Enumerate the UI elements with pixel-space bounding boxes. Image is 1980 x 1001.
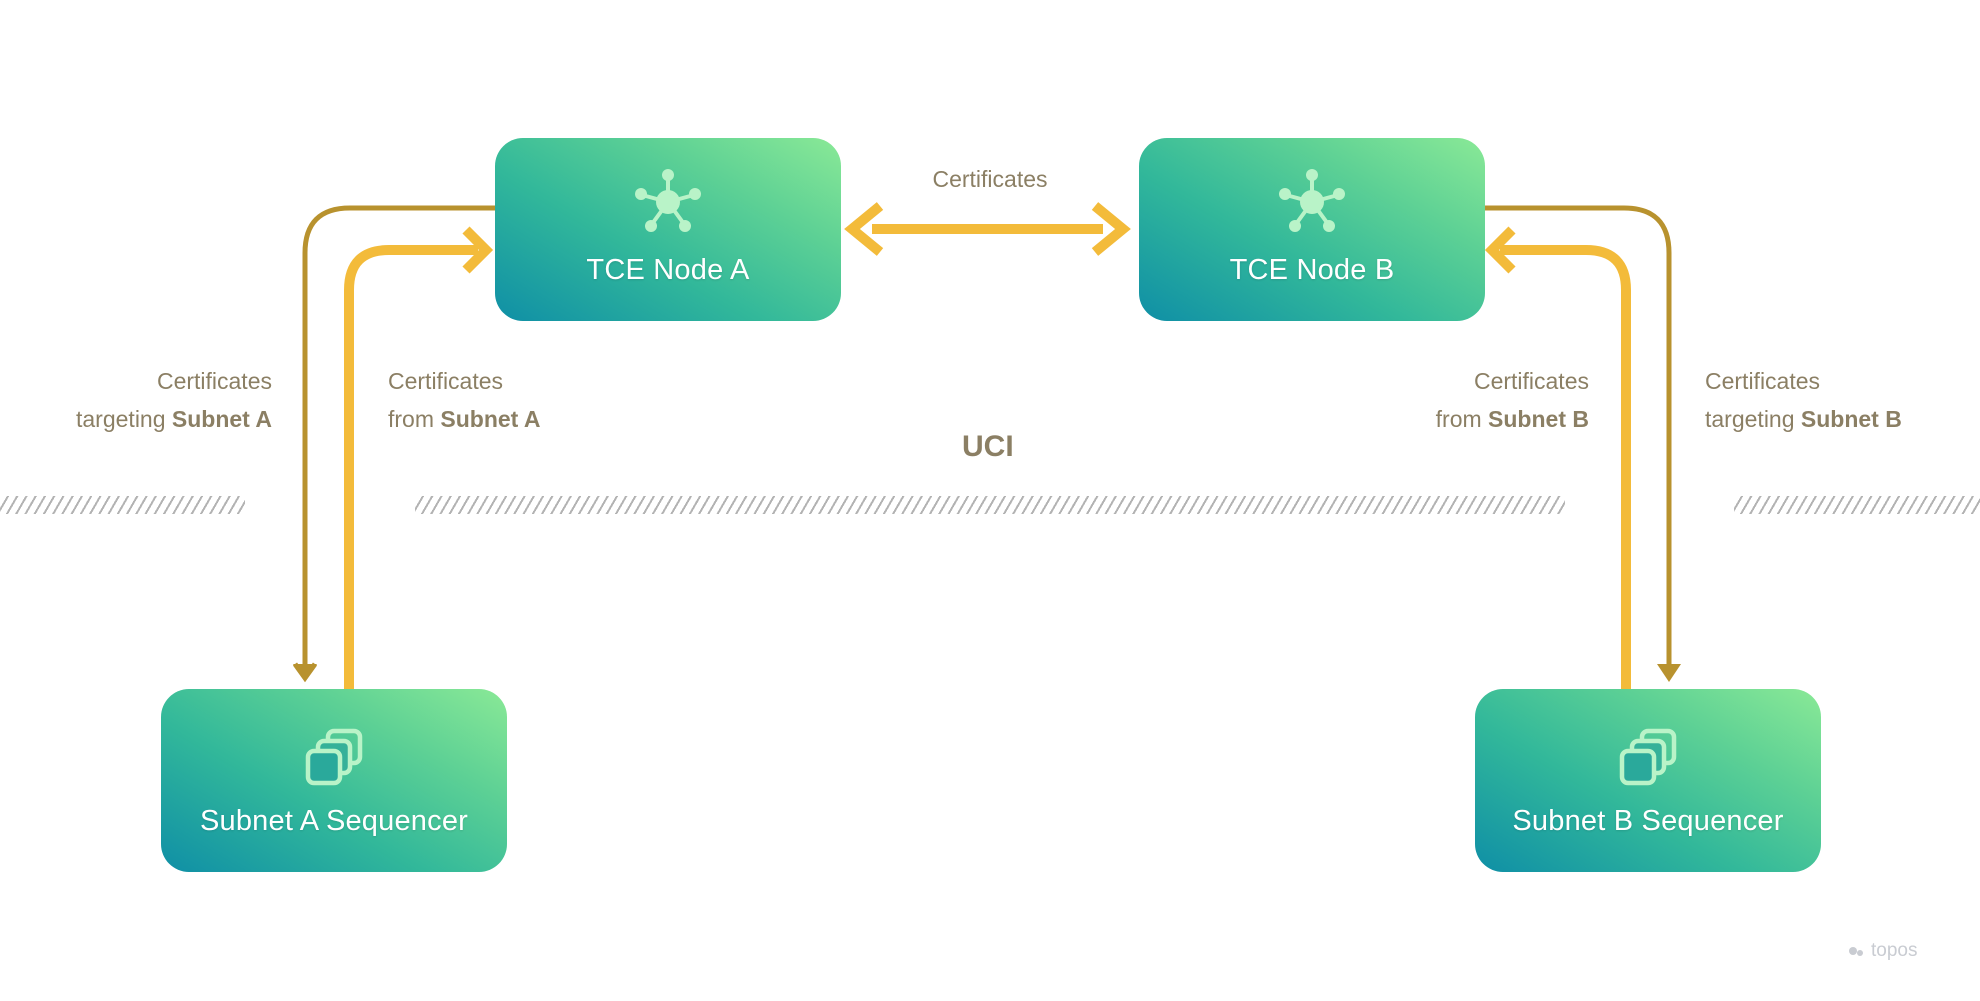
- tce-node-b: TCE Node B: [1139, 138, 1485, 321]
- network-hub-icon: [635, 169, 701, 232]
- subnet-a-sequencer-label: Subnet A Sequencer: [199, 805, 469, 837]
- tce-node-a: TCE Node A: [495, 138, 841, 321]
- uci-divider-left: [0, 496, 245, 514]
- subnet-b-sequencer-label: Subnet B Sequencer: [1512, 805, 1784, 837]
- targeting-subnet-a-line2: targeting Subnet A: [40, 400, 272, 438]
- targeting-subnet-a-prefix: targeting: [76, 406, 172, 432]
- from-subnet-b-label: Certificates from Subnet B: [1360, 362, 1589, 438]
- network-hub-icon: [1279, 169, 1345, 232]
- from-subnet-b-line2: from Subnet B: [1360, 400, 1589, 438]
- subnet-a-sequencer: Subnet A Sequencer: [161, 689, 507, 872]
- targeting-subnet-a-arrow: [292, 205, 495, 683]
- from-subnet-a-prefix: from: [388, 406, 441, 432]
- from-subnet-a-arrow: [344, 226, 494, 690]
- targeting-subnet-a-bold: Subnet A: [171, 406, 272, 432]
- targeting-subnet-b-arrow: [1484, 205, 1681, 682]
- from-subnet-a-bold: Subnet A: [440, 406, 541, 432]
- from-subnet-a-line1: Certificates: [388, 368, 504, 394]
- stacked-layers-icon: [1619, 728, 1677, 786]
- targeting-subnet-b-prefix: targeting: [1705, 406, 1801, 432]
- topos-brand: topos: [1848, 940, 1917, 962]
- stacked-layers-icon: [305, 728, 363, 786]
- tce-link-arrow: [844, 202, 1131, 256]
- targeting-subnet-a-label: Certificates targeting Subnet A: [40, 362, 272, 438]
- tce-node-b-label: TCE Node B: [1229, 254, 1395, 286]
- uci-divider-center: [415, 496, 1565, 514]
- brand-name: topos: [1871, 940, 1918, 961]
- targeting-subnet-a-line1: Certificates: [156, 368, 272, 394]
- subnet-b-sequencer: Subnet B Sequencer: [1475, 689, 1821, 872]
- uci-divider-right: [1734, 496, 1980, 514]
- from-subnet-b-arrow: [1484, 226, 1631, 690]
- uci-layer-label: UCI: [962, 430, 1014, 463]
- targeting-subnet-b-bold: Subnet B: [1800, 406, 1902, 432]
- targeting-subnet-b-label: Certificates targeting Subnet B: [1705, 362, 1902, 438]
- targeting-subnet-b-line2: targeting Subnet B: [1705, 400, 1902, 438]
- from-subnet-b-prefix: from: [1435, 406, 1489, 432]
- from-subnet-b-line1: Certificates: [1473, 368, 1589, 394]
- from-subnet-b-bold: Subnet B: [1488, 406, 1589, 432]
- targeting-subnet-b-line1: Certificates: [1705, 368, 1821, 394]
- from-subnet-a-line2: from Subnet A: [388, 400, 540, 438]
- tce-node-a-label: TCE Node A: [586, 254, 750, 286]
- tce-link-label: Certificates: [932, 166, 1048, 192]
- topos-logo-icon: [1849, 947, 1863, 956]
- from-subnet-a-label: Certificates from Subnet A: [388, 362, 540, 438]
